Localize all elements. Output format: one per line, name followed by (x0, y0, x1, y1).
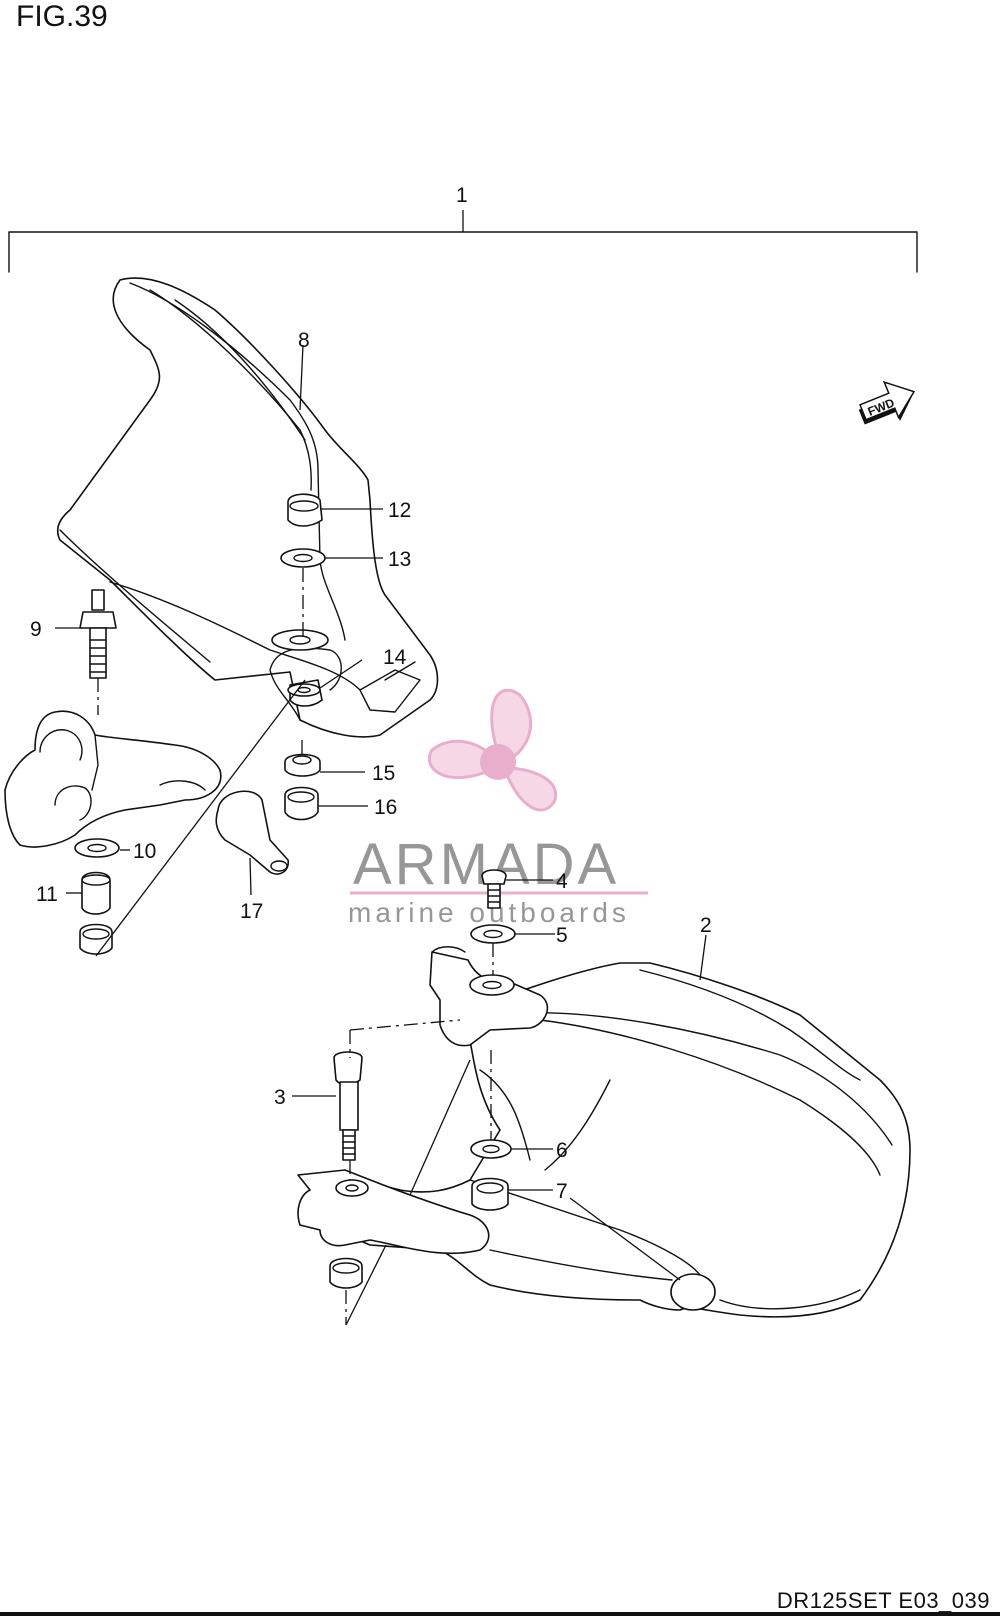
lower-nut-left (79, 923, 113, 955)
lower-nut-right (329, 1257, 363, 1289)
part-17-boot (215, 790, 290, 875)
callout-15: 15 (372, 762, 395, 785)
part-16-nut (284, 786, 319, 821)
part-13-washer (280, 548, 326, 568)
callout-7: 7 (556, 1180, 568, 1203)
callout-14: 14 (383, 646, 407, 669)
part-12-cap-nut (287, 493, 323, 527)
assembly-bracket (8, 210, 918, 273)
callout-labels: 1 2 3 4 5 6 7 8 9 10 11 12 13 14 15 16 1… (30, 184, 712, 1203)
figure-title: FIG.39 (16, 0, 108, 33)
drawing-code: DR125SET E03_039 (776, 1588, 990, 1613)
part-6-washer (470, 1139, 512, 1159)
callout-3: 3 (274, 1086, 286, 1109)
propeller-logo (427, 688, 558, 812)
part-3-bolt (333, 1051, 363, 1161)
callout-5: 5 (556, 924, 568, 947)
bottom-rule (0, 1612, 1000, 1616)
callout-6: 6 (556, 1139, 568, 1162)
part-14-bushing (287, 679, 323, 707)
callout-9: 9 (30, 618, 42, 641)
part-10-washer (74, 838, 120, 858)
watermark-tagline: marine outboards (348, 897, 630, 928)
part-5-washer (470, 924, 516, 944)
part-4-bolt (481, 869, 507, 909)
callout-13: 13 (388, 548, 411, 571)
callout-10: 10 (133, 840, 156, 863)
part-8-handle-upper (56, 277, 439, 738)
mount-bracket-left (4, 710, 222, 848)
callout-2: 2 (700, 914, 712, 937)
part-9-stud (79, 589, 117, 715)
watermark-name: ARMADA (353, 832, 619, 897)
leader-lines (55, 344, 707, 1281)
armada-watermark: ARMADA marine outboards (348, 688, 648, 928)
part-2-handle-lower (297, 946, 911, 1318)
callout-4: 4 (556, 870, 568, 893)
callout-1: 1 (456, 184, 468, 207)
part-7-nut (471, 1177, 509, 1211)
part-15-washer (284, 753, 321, 777)
callout-17: 17 (240, 900, 263, 923)
callout-8: 8 (298, 329, 310, 352)
callout-12: 12 (388, 499, 411, 522)
callout-11: 11 (36, 883, 58, 906)
fwd-arrow-icon: FWD (858, 380, 916, 425)
callout-16: 16 (374, 796, 397, 819)
part-11-collar (81, 871, 111, 915)
